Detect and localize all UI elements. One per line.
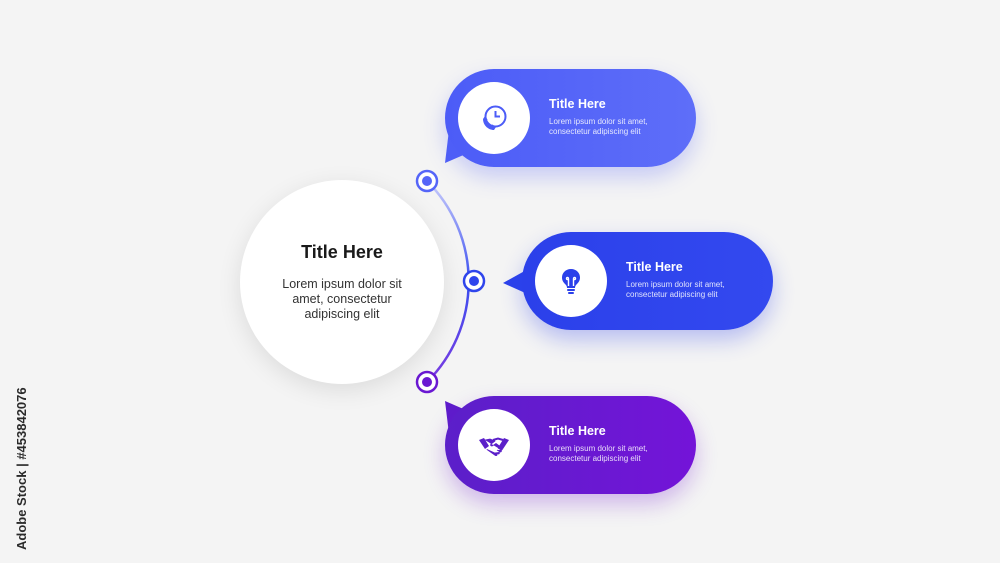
connector-dot-3 xyxy=(415,370,439,394)
center-text: Lorem ipsum dolor sit amet, consectetur … xyxy=(282,277,402,321)
step-title-1: Title Here xyxy=(549,97,606,111)
step-text-1: Lorem ipsum dolor sit amet, consectetur … xyxy=(549,117,648,136)
phone-clock-icon xyxy=(483,105,507,130)
step-title-3: Title Here xyxy=(549,424,606,438)
center-title: Title Here xyxy=(301,242,383,262)
step-icon-circle-1 xyxy=(458,82,530,154)
connector-dot-2 xyxy=(462,269,486,293)
handshake-icon xyxy=(479,437,509,457)
step-icon-circle-3 xyxy=(458,409,530,481)
lightbulb-icon xyxy=(562,269,580,294)
step-text-2: Lorem ipsum dolor sit amet, consectetur … xyxy=(626,280,725,299)
step-title-2: Title Here xyxy=(626,260,683,274)
step-icon-circle-2 xyxy=(535,245,607,317)
connector-dot-1 xyxy=(415,169,439,193)
stock-id-watermark: Adobe Stock | #453842076 xyxy=(10,330,30,550)
step-card-2: Title Here Lorem ipsum dolor sit amet, c… xyxy=(522,232,773,330)
center-circle: Title Here Lorem ipsum dolor sit amet, c… xyxy=(240,180,444,384)
stock-id-text: Adobe Stock | #453842076 xyxy=(14,387,29,550)
step-card-1: Title Here Lorem ipsum dolor sit amet, c… xyxy=(445,69,696,167)
step-text-3: Lorem ipsum dolor sit amet, consectetur … xyxy=(549,444,648,463)
step-card-3: Title Here Lorem ipsum dolor sit amet, c… xyxy=(445,396,696,494)
